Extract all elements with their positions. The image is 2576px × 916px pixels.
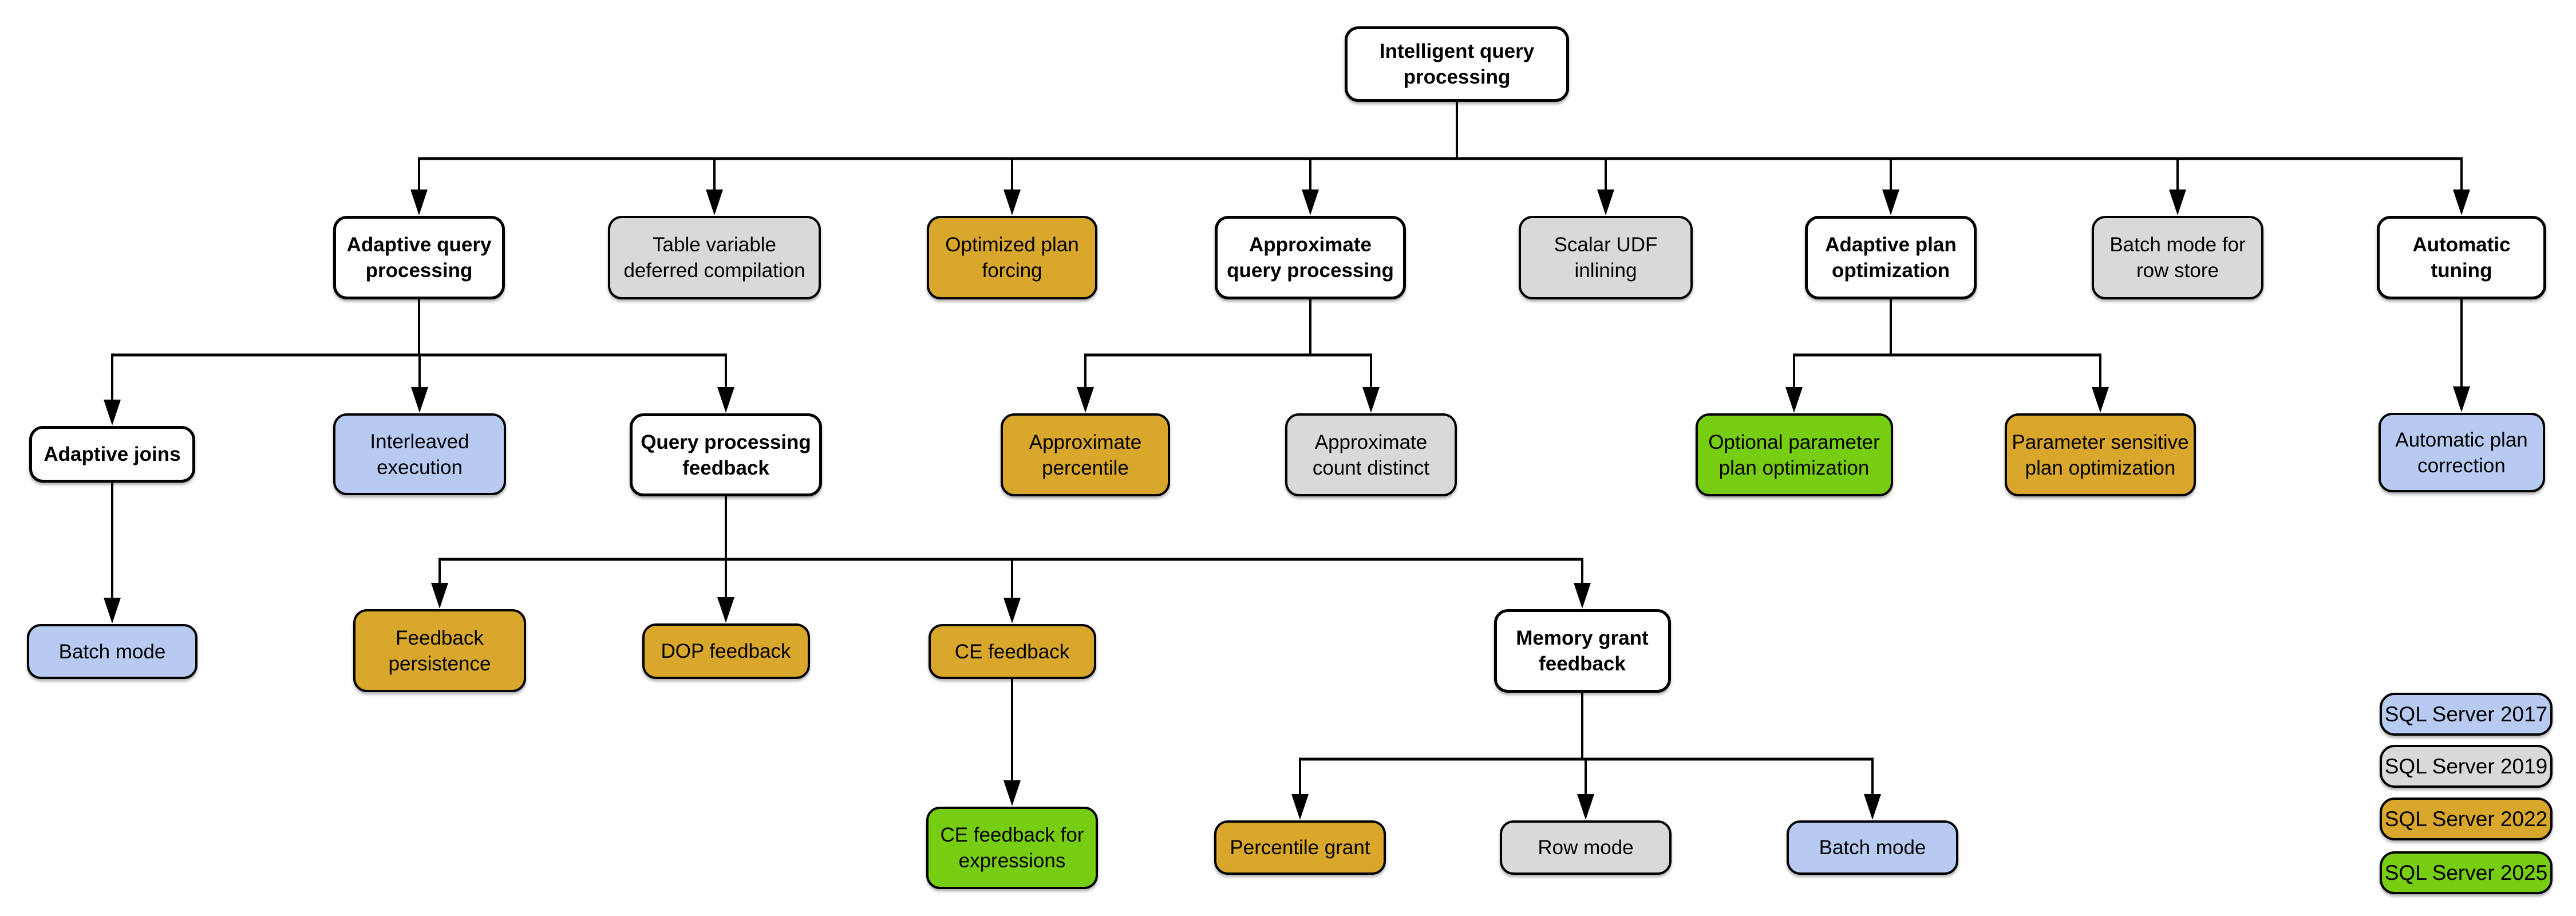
node-label-line: CE feedback <box>954 640 1070 663</box>
node-label-line: Adaptive query <box>346 234 492 256</box>
node-adaptive-plan-optimization: Adaptive plan optimization <box>1805 216 1977 299</box>
node-label-line: percentile <box>1042 456 1129 479</box>
node-label-line: correction <box>2417 454 2506 477</box>
node-label-line: Batch mode <box>58 640 166 663</box>
node-label-line: Percentile grant <box>1230 836 1370 859</box>
node-parameter-sensitive-plan-optimization: Parameter sensitive plan optimization <box>2005 413 2196 496</box>
node-automatic-tuning: Automatic tuning <box>2377 216 2546 299</box>
legend-label: SQL Server 2022 <box>2384 807 2548 831</box>
node-label-line: optimization <box>1831 259 1950 282</box>
node-label-line: Adaptive joins <box>44 443 181 465</box>
node-label-line: Intelligent query <box>1379 40 1535 62</box>
node-percentile-grant: Percentile grant <box>1214 820 1386 875</box>
node-label-line: Automatic <box>2412 234 2511 256</box>
node-batch-mode-row-store: Batch mode for row store <box>2092 216 2263 299</box>
node-label-line: plan optimization <box>2025 456 2176 479</box>
legend-sql-server-2025: SQL Server 2025 <box>2380 851 2553 894</box>
node-label-line: row store <box>2136 259 2219 282</box>
legend-sql-server-2017: SQL Server 2017 <box>2380 693 2553 736</box>
node-adaptive-query-processing: Adaptive query processing <box>333 216 505 299</box>
legend-sql-server-2019: SQL Server 2019 <box>2380 745 2553 788</box>
node-label-line: Scalar UDF <box>1554 234 1658 256</box>
node-label-line: inlining <box>1574 259 1637 282</box>
node-label-line: Row mode <box>1538 836 1634 859</box>
node-approximate-percentile: Approximate percentile <box>1001 413 1170 496</box>
node-label-line: feedback <box>1539 653 1626 675</box>
node-label-line: Feedback <box>396 626 484 649</box>
node-ce-feedback-for-expressions: CE feedback for expressions <box>926 807 1098 889</box>
node-label-line: processing <box>1403 66 1511 88</box>
node-label-line: CE feedback for <box>940 824 1084 846</box>
node-dop-feedback: DOP feedback <box>642 623 810 679</box>
node-label-line: Optimized plan <box>945 234 1079 256</box>
node-label-line: deferred compilation <box>623 259 805 282</box>
node-approximate-query-processing: Approximate query processing <box>1215 216 1406 299</box>
node-label-line: Approximate <box>1029 431 1142 453</box>
node-label-line: forcing <box>982 259 1042 282</box>
node-interleaved-execution: Interleaved execution <box>333 413 506 495</box>
node-optimized-plan-forcing: Optimized plan forcing <box>927 216 1097 299</box>
legend-label: SQL Server 2025 <box>2384 860 2548 885</box>
node-label-line: Adaptive plan <box>1825 234 1957 256</box>
node-label-line: DOP feedback <box>661 640 791 662</box>
node-label-line: Approximate <box>1249 234 1372 256</box>
node-approximate-count-distinct: Approximate count distinct <box>1285 413 1457 496</box>
node-label-line: plan optimization <box>1718 456 1870 479</box>
node-label-line: Batch mode for <box>2109 234 2246 256</box>
node-label-line: Parameter sensitive <box>2012 431 2189 453</box>
node-label-line: Optional parameter <box>1708 431 1880 453</box>
node-query-processing-feedback: Query processing feedback <box>630 413 822 496</box>
node-ce-feedback: CE feedback <box>928 624 1096 679</box>
node-batch-mode-memory-grant: Batch mode <box>1787 820 1958 875</box>
node-label-line: processing <box>365 259 473 282</box>
node-memory-grant-feedback: Memory grant feedback <box>1494 609 1671 693</box>
node-label-line: expressions <box>958 850 1066 872</box>
legend-sql-server-2022: SQL Server 2022 <box>2380 797 2553 840</box>
node-label-line: feedback <box>682 456 769 479</box>
node-feedback-persistence: Feedback persistence <box>353 609 526 692</box>
node-scalar-udf-inlining: Scalar UDF inlining <box>1519 216 1693 299</box>
node-adaptive-joins: Adaptive joins <box>29 426 195 483</box>
node-intelligent-query-processing: Intelligent query processing <box>1345 26 1569 102</box>
node-label-line: tuning <box>2431 259 2492 282</box>
node-label-line: Batch mode <box>1819 836 1926 859</box>
node-row-mode: Row mode <box>1500 820 1672 875</box>
node-label-line: Automatic plan <box>2395 428 2528 451</box>
node-table-variable-deferred-compilation: Table variable deferred compilation <box>608 216 821 299</box>
node-label-line: execution <box>377 456 463 479</box>
node-batch-mode-adaptive-joins: Batch mode <box>27 624 197 679</box>
node-label-line: Interleaved <box>370 430 469 453</box>
legend-label: SQL Server 2019 <box>2384 754 2548 778</box>
legend-label: SQL Server 2017 <box>2384 702 2548 726</box>
node-optional-parameter-plan-optimization: Optional parameter plan optimization <box>1695 413 1893 496</box>
node-label-line: Approximate <box>1314 431 1428 453</box>
node-label-line: Table variable <box>653 234 776 256</box>
node-label-line: Query processing <box>641 431 811 453</box>
node-automatic-plan-correction: Automatic plan correction <box>2378 413 2545 492</box>
node-label-line: Memory grant <box>1516 627 1649 649</box>
node-label-line: persistence <box>388 652 491 675</box>
node-label-line: query processing <box>1227 259 1394 282</box>
node-label-line: count distinct <box>1312 456 1430 479</box>
